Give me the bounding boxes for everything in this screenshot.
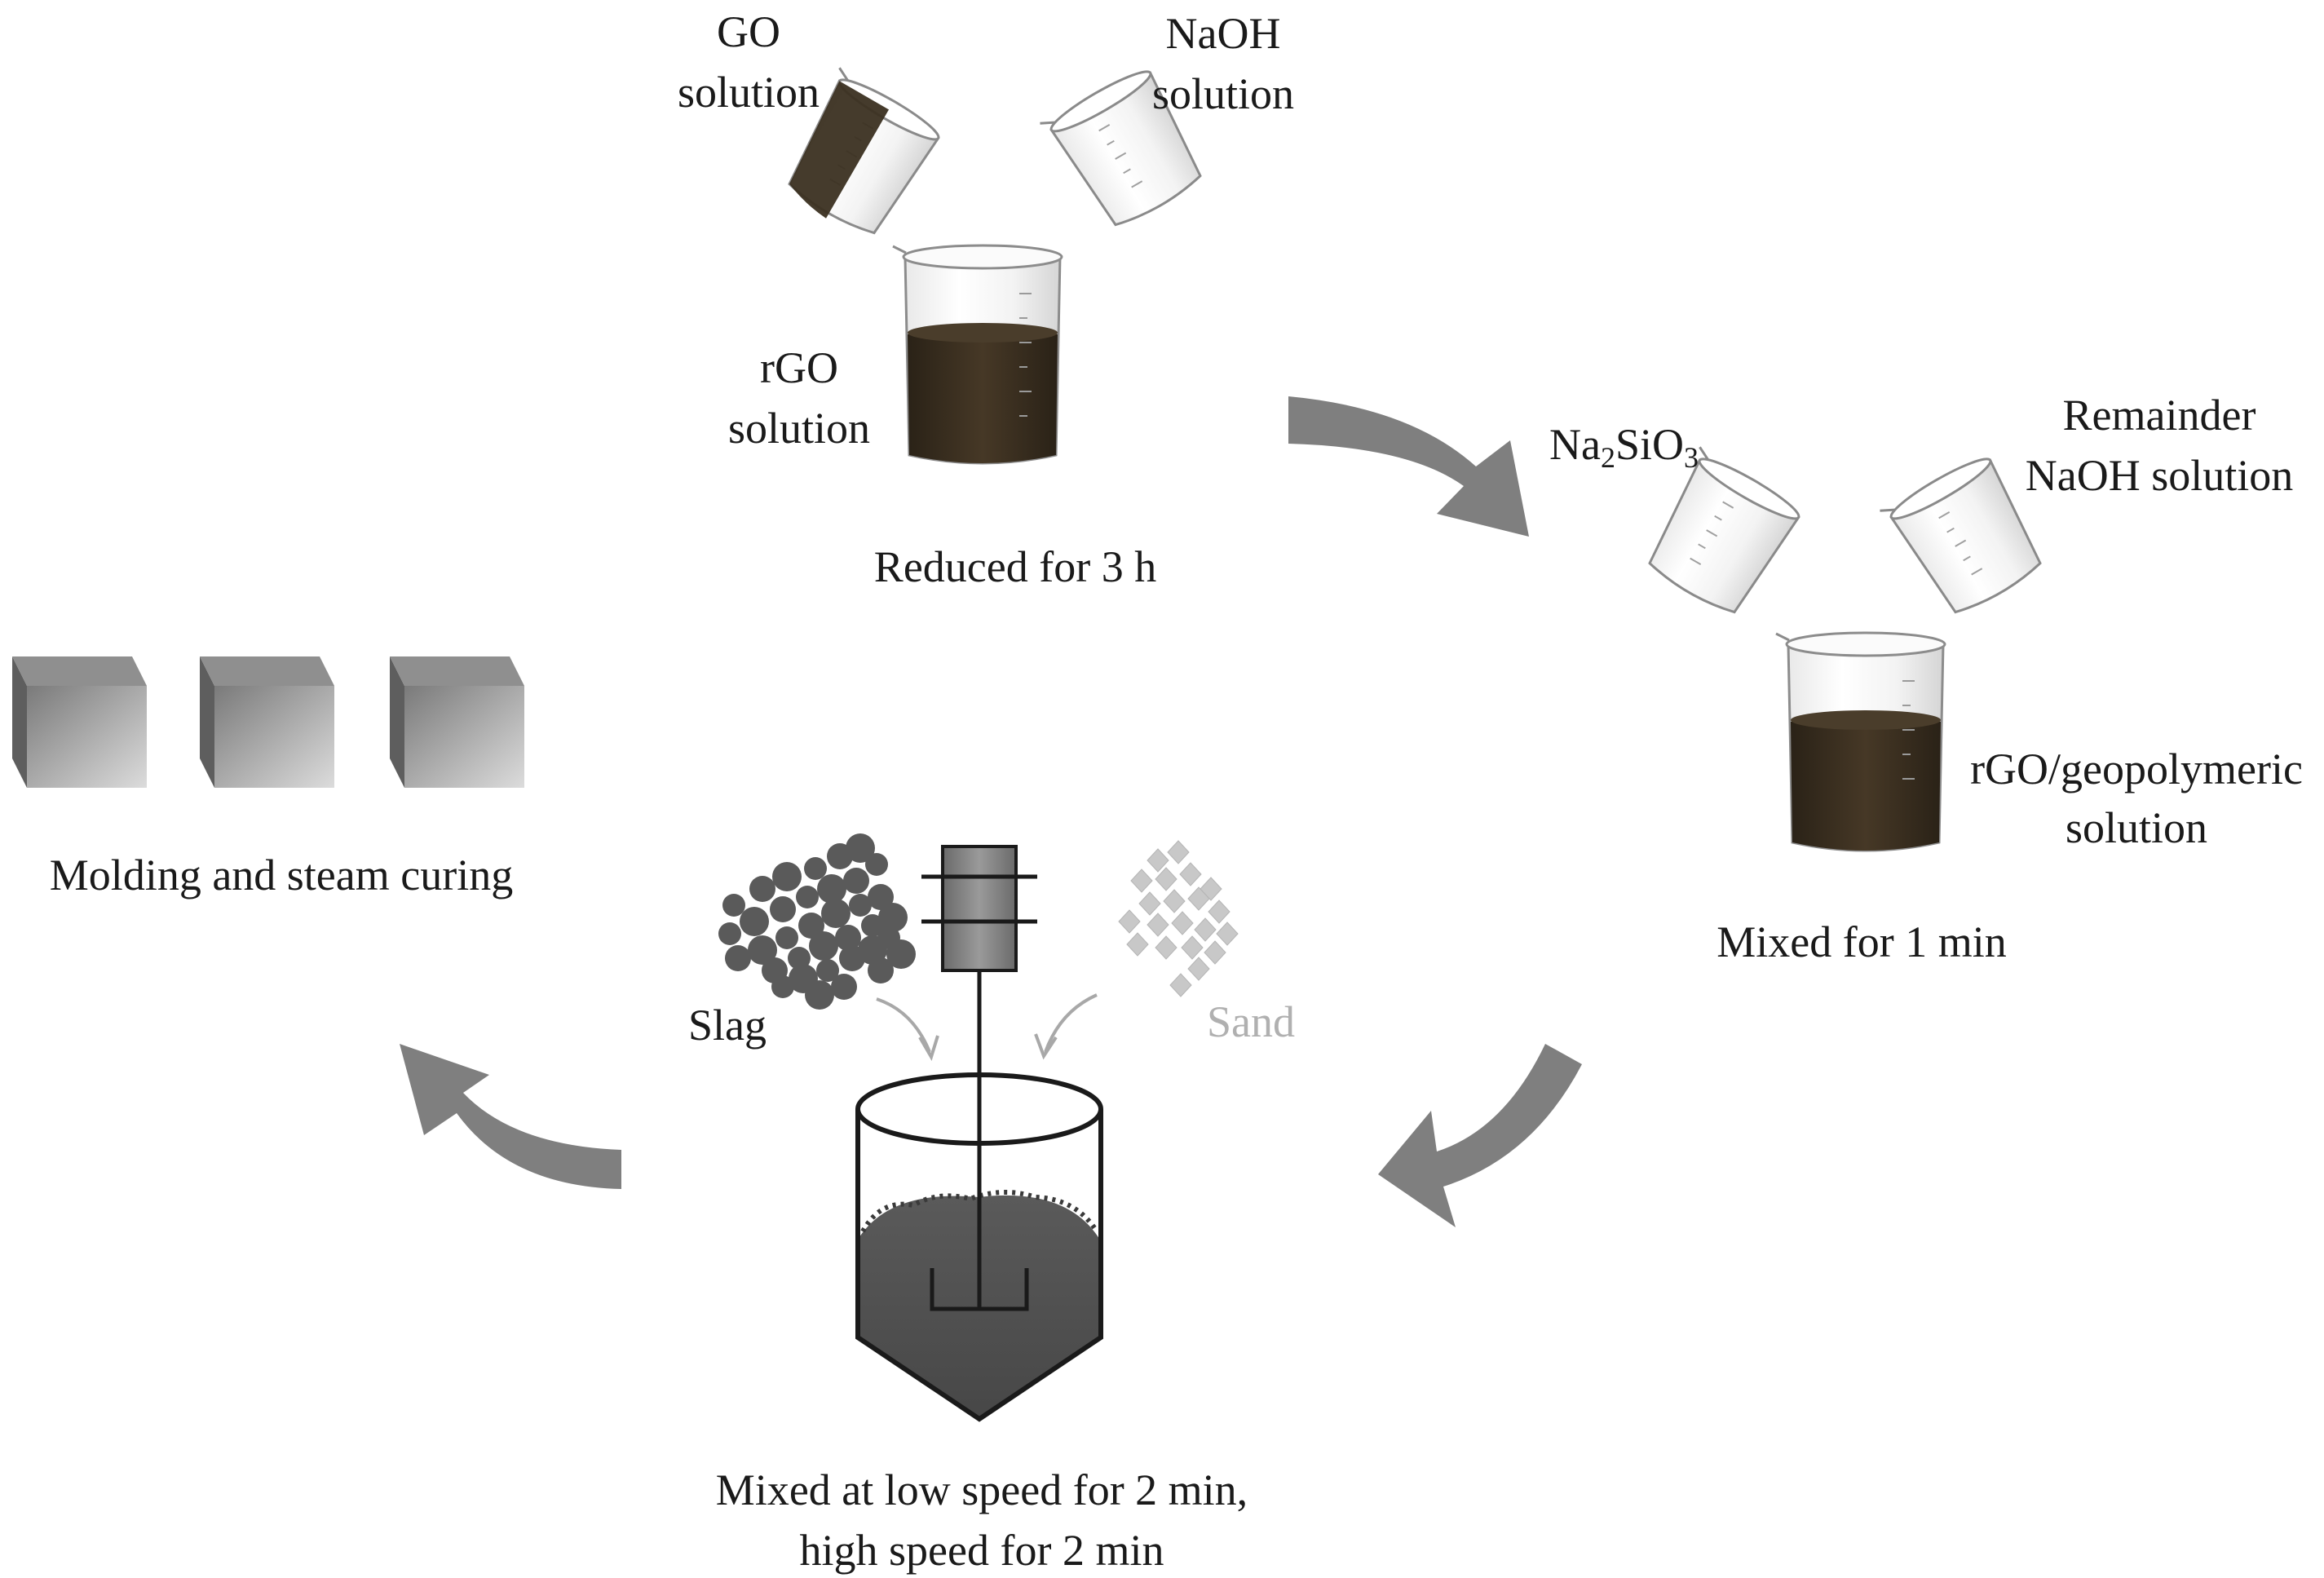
step1-caption: Reduced for 3 h — [873, 542, 1157, 591]
go-solution-label-line2: solution — [677, 68, 820, 117]
slag-particle — [749, 876, 775, 902]
slag-particle — [772, 862, 802, 891]
sand-particle — [1118, 909, 1141, 934]
remainder-naoh-label-line1: Remainder — [2062, 391, 2256, 440]
sand-particle — [1181, 935, 1204, 960]
slag-particle — [788, 947, 811, 970]
go-solution-label-line1: GO — [717, 7, 780, 56]
slag-particle — [886, 939, 916, 969]
specimen-cube — [390, 656, 524, 788]
sand-particle — [1167, 840, 1190, 864]
slag-particle — [835, 925, 861, 951]
slag-particle — [846, 833, 875, 863]
sand-particle — [1187, 957, 1210, 981]
arrow-step3-to-step4 — [400, 1044, 621, 1189]
sand-particle — [1171, 911, 1194, 935]
slag-particle — [725, 945, 751, 971]
sand-particle — [1194, 917, 1217, 942]
rgo-solution-label-line2: solution — [727, 404, 871, 453]
naoh-solution-label-line2: solution — [1151, 69, 1295, 118]
na2sio3-label: Na2SiO3 — [1549, 420, 1699, 474]
specimen-cube — [12, 656, 147, 788]
slag-particle — [775, 926, 798, 949]
rgo-solution-beaker — [891, 244, 1063, 465]
mixer — [855, 845, 1103, 1422]
slag-particle — [748, 935, 777, 965]
slag-particle — [831, 974, 857, 1000]
sand-particle — [1147, 913, 1169, 937]
sand-particle — [1208, 900, 1230, 924]
sand-particles — [1118, 840, 1239, 997]
slag-particle — [849, 894, 872, 917]
slag-particle — [865, 853, 888, 876]
geopolymeric-solution-label-line2: solution — [2065, 803, 2208, 852]
slag-label: Slag — [687, 1001, 767, 1050]
rgo-solution-label-line1: rGO — [760, 343, 838, 392]
sand-feed-arrow — [1044, 993, 1098, 1053]
slag-particle — [798, 913, 824, 939]
slag-particle — [805, 980, 834, 1010]
slag-particle — [796, 886, 819, 908]
slag-particle — [770, 896, 796, 922]
slag-particle — [816, 959, 839, 982]
sand-particle — [1169, 973, 1192, 997]
naoh-solution-label-line1: NaOH — [1165, 9, 1281, 58]
sand-particle — [1187, 886, 1210, 911]
slag-particle — [868, 884, 894, 910]
geopolymeric-solution-beaker — [1774, 631, 1946, 852]
specimen-cube — [200, 656, 334, 788]
slag-particle — [817, 874, 846, 904]
sand-particle — [1130, 869, 1153, 893]
geopolymeric-solution-label-line1: rGO/geopolymeric — [1970, 745, 2303, 793]
slag-particle — [878, 903, 908, 932]
sand-particle — [1179, 862, 1202, 886]
slag-particle — [809, 931, 838, 961]
slag-particle — [861, 914, 884, 937]
slag-particle — [804, 857, 827, 880]
sand-particle — [1126, 932, 1149, 957]
sand-particle — [1204, 940, 1226, 965]
arrow-step2-to-step3 — [1378, 1044, 1582, 1227]
slag-particles — [718, 833, 916, 1010]
sand-particle — [1216, 922, 1239, 946]
sand-particle — [1155, 935, 1177, 960]
step3-caption-line1: Mixed at low speed for 2 min, — [715, 1465, 1248, 1514]
slag-particle — [718, 922, 741, 945]
sand-particle — [1147, 848, 1169, 873]
remainder-naoh-label-line2: NaOH solution — [2025, 451, 2294, 500]
step4-caption: Molding and steam curing — [49, 851, 514, 900]
sand-particle — [1138, 891, 1161, 916]
slag-particle — [771, 975, 794, 998]
go-solution-beaker — [772, 66, 946, 244]
slag-particle — [740, 907, 769, 936]
slag-particle — [722, 894, 745, 917]
arrow-step1-to-step2 — [1288, 396, 1529, 537]
slag-feed-arrow — [876, 997, 931, 1053]
step3-caption-line2: high speed for 2 min — [799, 1526, 1164, 1575]
sand-label: Sand — [1207, 997, 1295, 1046]
sand-particle — [1163, 889, 1186, 913]
slag-particle — [868, 957, 894, 983]
sand-particle — [1155, 867, 1177, 891]
step2-caption: Mixed for 1 min — [1716, 917, 2007, 966]
slag-particle — [821, 899, 851, 928]
slag-particle — [843, 868, 869, 894]
